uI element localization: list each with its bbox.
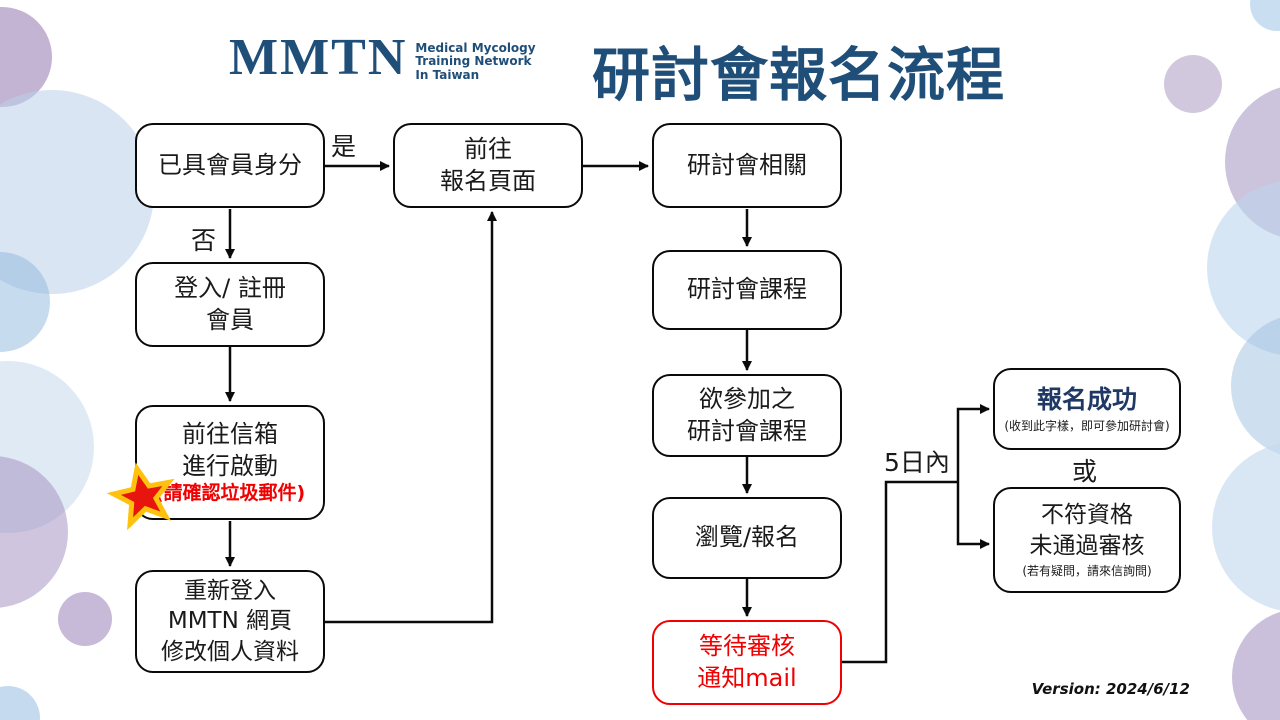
node-text: 瀏覽/報名 xyxy=(694,523,800,552)
logo-tagline-line: Medical Mycology xyxy=(415,41,536,55)
node-relogin: 重新登入 MMTN 網頁 修改個人資料 xyxy=(135,570,325,673)
logo-tagline-line: Training Network xyxy=(415,54,532,69)
node-text: 已具會員身分 xyxy=(158,150,302,179)
node-sub-note: (若有疑問，請來信詢問) xyxy=(1022,563,1152,578)
node-text: 修改個人資料 xyxy=(161,638,299,665)
node-text: 重新登入 xyxy=(184,577,276,604)
node-warning-note: (請確認垃圾郵件) xyxy=(154,482,306,505)
node-text: 報名頁面 xyxy=(440,166,536,195)
node-text: 欲參加之 xyxy=(699,384,795,413)
node-text: 研討會課程 xyxy=(687,275,807,304)
node-wait-review: 等待審核 通知mail xyxy=(652,620,842,705)
node-not-qualified: 不符資格 未通過審核 (若有疑問，請來信詢問) xyxy=(993,487,1181,593)
node-text: 登入/ 註冊 xyxy=(174,273,286,302)
node-text: 前往信箱 xyxy=(182,419,278,448)
logo-acronym: MMTN xyxy=(229,29,408,86)
node-login-register: 登入/ 註冊 會員 xyxy=(135,262,325,347)
version-label: Version: 2024/6/12 xyxy=(1031,680,1190,698)
node-text: 未通過審核 xyxy=(1029,532,1145,559)
mmtn-logo: MMTN Medical Mycology Training Network I… xyxy=(229,32,536,84)
node-text: 會員 xyxy=(206,305,254,334)
edge-label-or: 或 xyxy=(1072,457,1098,486)
node-text: 研討會課程 xyxy=(687,416,807,445)
node-seminar-courses: 研討會課程 xyxy=(652,250,842,330)
node-text: 等待審核 xyxy=(699,631,795,660)
node-text: 研討會相關 xyxy=(687,150,807,179)
node-text: 報名成功 xyxy=(1036,385,1137,415)
node-browse-register: 瀏覽/報名 xyxy=(652,497,842,579)
node-sub-note: (收到此字樣，即可參加研討會) xyxy=(1004,419,1170,434)
node-text: 通知mail xyxy=(697,663,797,692)
logo-tagline: Medical Mycology Training Network In Tai… xyxy=(415,41,536,82)
page-title: 研討會報名流程 xyxy=(592,41,1006,109)
node-text: 前往 xyxy=(464,134,512,163)
node-text: 不符資格 xyxy=(1041,502,1133,529)
edge-label-no: 否 xyxy=(191,226,217,255)
node-text: 進行啟動 xyxy=(182,451,278,480)
logo-tagline-line: In Taiwan xyxy=(415,67,480,82)
edge-label-yes: 是 xyxy=(331,132,357,161)
node-activate-email: 前往信箱 進行啟動 (請確認垃圾郵件) xyxy=(135,405,325,520)
edge-label-5days: 5日內 xyxy=(884,448,950,477)
node-course-to-join: 欲參加之 研討會課程 xyxy=(652,374,842,457)
node-seminar-related: 研討會相關 xyxy=(652,123,842,208)
node-goto-registration: 前往 報名頁面 xyxy=(393,123,583,208)
node-member-status: 已具會員身分 xyxy=(135,123,325,208)
node-registration-success: 報名成功 (收到此字樣，即可參加研討會) xyxy=(993,368,1181,450)
node-text: MMTN 網頁 xyxy=(167,608,293,635)
